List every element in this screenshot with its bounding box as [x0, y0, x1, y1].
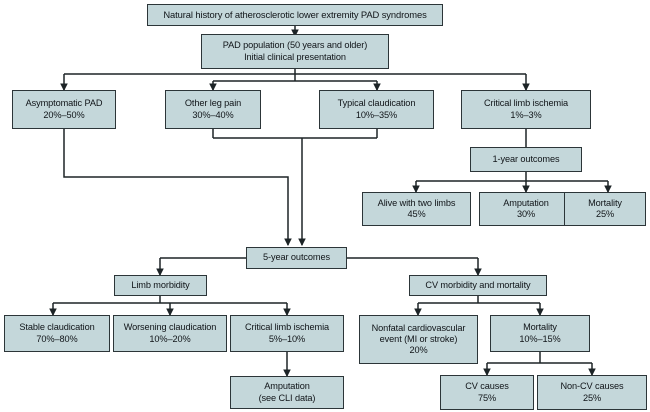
node-amputation-see-cli-data-label: Amputation: [264, 381, 310, 392]
node-cv-causes[interactable]: CV causes 75%: [440, 375, 534, 410]
node-alive-with-two-limbs[interactable]: Alive with two limbs 45%: [362, 192, 471, 226]
node-mortality-1-year[interactable]: Mortality 25%: [564, 192, 646, 226]
node-1-year-outcomes-label: 1-year outcomes: [492, 153, 560, 164]
node-nonfatal-cardiovascular-event[interactable]: Nonfatal cardiovascular event (MI or str…: [359, 315, 478, 364]
node-root-line1: Natural history of atherosclerotic lower…: [163, 9, 427, 21]
node-other-leg-pain-label: Other leg pain: [184, 98, 242, 109]
node-mortality-1-year-value: 25%: [595, 209, 615, 219]
node-mortality-5-year-label: Mortality: [523, 322, 557, 333]
node-non-cv-causes[interactable]: Non-CV causes 25%: [537, 375, 647, 410]
node-nonfatal-cardiovascular-event-line1: Nonfatal cardiovascular: [371, 322, 466, 333]
node-worsening-claudication[interactable]: Worsening claudication 10%–20%: [113, 315, 227, 352]
node-pad-population-line1: PAD population (50 years and older): [222, 40, 368, 51]
node-critical-limb-ischemia[interactable]: Critical limb ischemia 1%–3%: [461, 90, 591, 129]
node-amputation-see-cli-data-note: (see CLI data): [258, 392, 316, 403]
node-root-title[interactable]: Natural history of atherosclerotic lower…: [147, 4, 443, 26]
node-limb-morbidity[interactable]: Limb morbidity: [114, 275, 207, 296]
node-other-leg-pain[interactable]: Other leg pain 30%–40%: [165, 90, 261, 129]
node-amputation-1-year-value: 30%: [516, 209, 536, 219]
node-worsening-claudication-label: Worsening claudication: [123, 322, 217, 333]
node-critical-limb-ischemia-label: Critical limb ischemia: [483, 98, 569, 109]
node-cv-morbidity-and-mortality-label: CV morbidity and mortality: [425, 279, 531, 290]
node-amputation-1-year-label: Amputation: [503, 197, 549, 208]
node-asymptomatic-pad[interactable]: Asymptomatic PAD 20%–50%: [12, 90, 116, 129]
node-typical-claudication-value: 10%–35%: [355, 109, 398, 120]
node-cv-morbidity-and-mortality[interactable]: CV morbidity and mortality: [409, 275, 547, 296]
node-nonfatal-cardiovascular-event-line2: event (MI or stroke): [379, 333, 458, 344]
node-amputation-1-year[interactable]: Amputation 30%: [479, 192, 573, 226]
edge-asymptomatic-to-5-year: [63, 129, 292, 247]
node-stable-claudication-value: 70%–80%: [36, 333, 78, 344]
node-pad-population-line2: Initial clinical presentation: [244, 51, 346, 62]
node-asymptomatic-pad-value: 20%–50%: [43, 109, 85, 120]
node-mortality-5-year-value: 10%–15%: [519, 333, 561, 344]
node-critical-limb-ischemia-5-year-value: 5%–10%: [268, 333, 306, 344]
node-5-year-outcomes-label: 5-year outcomes: [263, 252, 330, 263]
node-stable-claudication[interactable]: Stable claudication 70%–80%: [4, 315, 110, 352]
node-1-year-outcomes[interactable]: 1-year outcomes: [470, 147, 582, 172]
node-cv-causes-value: 75%: [477, 392, 497, 403]
node-typical-claudication-label: Typical claudication: [337, 98, 416, 109]
node-non-cv-causes-value: 25%: [582, 392, 602, 403]
node-critical-limb-ischemia-5-year-label: Critical limb ischemia: [244, 322, 330, 333]
node-5-year-outcomes[interactable]: 5-year outcomes: [246, 247, 347, 269]
node-typical-claudication[interactable]: Typical claudication 10%–35%: [319, 90, 434, 129]
node-stable-claudication-label: Stable claudication: [19, 322, 95, 333]
node-critical-limb-ischemia-value: 1%–3%: [510, 109, 542, 120]
node-mortality-1-year-label: Mortality: [588, 197, 622, 208]
node-non-cv-causes-label: Non-CV causes: [560, 381, 624, 392]
node-critical-limb-ischemia-5-year[interactable]: Critical limb ischemia 5%–10%: [230, 315, 344, 352]
node-cv-causes-label: CV causes: [465, 381, 509, 392]
node-alive-with-two-limbs-value: 45%: [407, 209, 426, 219]
node-limb-morbidity-label: Limb morbidity: [131, 279, 190, 290]
node-nonfatal-cardiovascular-event-value: 20%: [409, 345, 428, 356]
node-mortality-5-year[interactable]: Mortality 10%–15%: [490, 315, 590, 352]
node-amputation-see-cli-data[interactable]: Amputation (see CLI data): [230, 376, 344, 409]
node-pad-population[interactable]: PAD population (50 years and older) Init…: [201, 34, 389, 69]
node-asymptomatic-pad-label: Asymptomatic PAD: [25, 98, 103, 109]
node-alive-with-two-limbs-label: Alive with two limbs: [377, 197, 456, 208]
node-other-leg-pain-value: 30%–40%: [192, 109, 234, 120]
node-worsening-claudication-value: 10%–20%: [149, 333, 191, 344]
